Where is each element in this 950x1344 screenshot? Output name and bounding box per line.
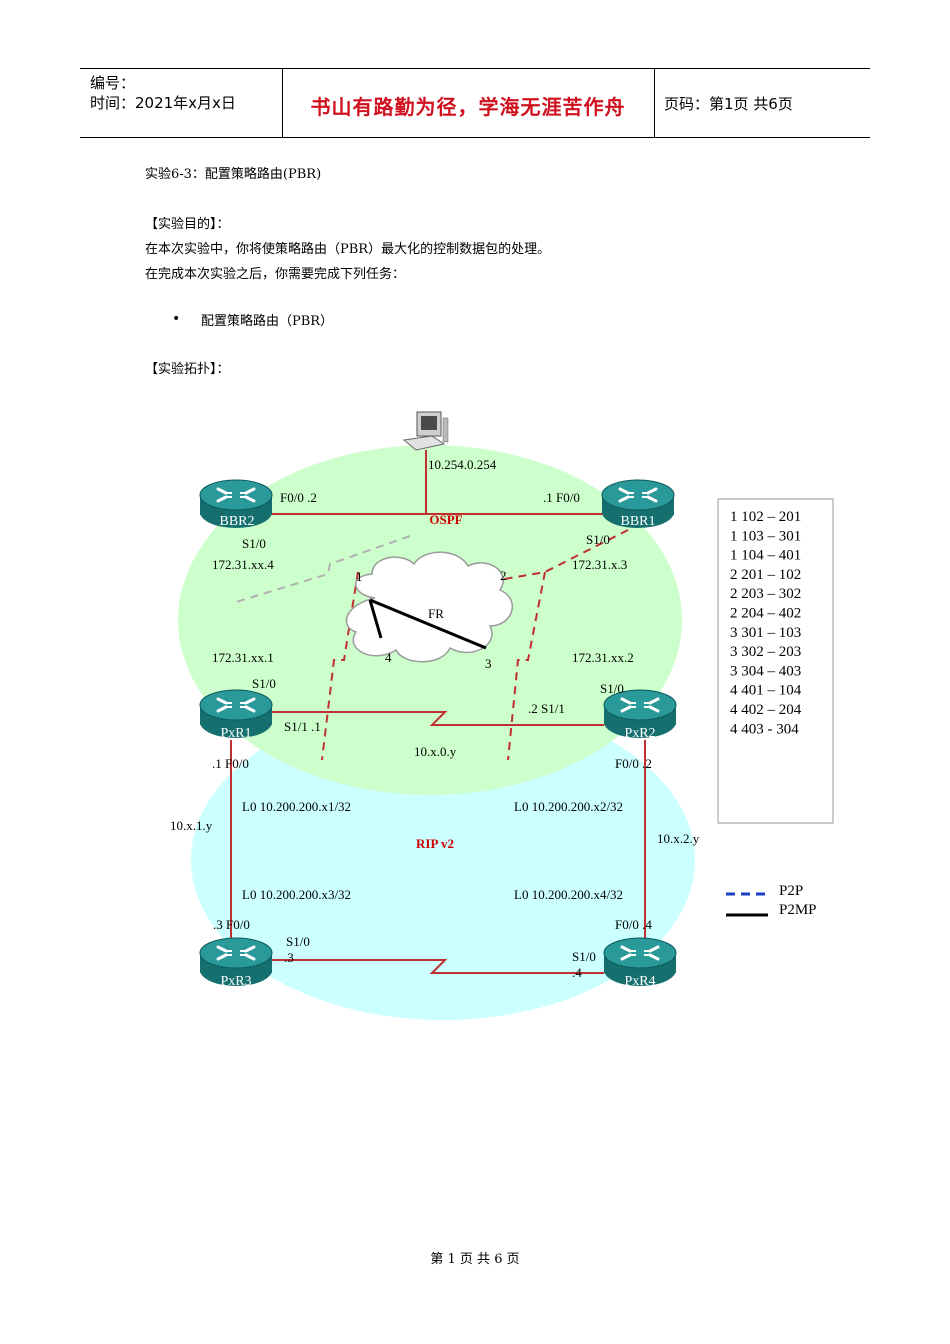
router-name-pxr2: PxR2: [624, 726, 655, 741]
pxr3-s10: S1/0: [286, 934, 310, 949]
legend-p2p: P2P: [779, 883, 803, 899]
pxr1-s11: S1/1 .1: [284, 719, 321, 734]
dlci-row: 1 103 – 301: [730, 528, 801, 544]
lo-x3: L0 10.200.200.x3/32: [242, 887, 351, 902]
bullet-item: 配置策略路由（PBR）: [201, 314, 334, 329]
dlci-row: 2 203 – 302: [730, 586, 801, 602]
dlci-row: 1 104 – 401: [730, 548, 801, 564]
net-10x2: 10.x.2.y: [657, 831, 700, 846]
pxr1-f00: .1 F0/0: [212, 756, 249, 771]
net-10x1: 10.x.1.y: [170, 818, 213, 833]
pxr3-f00: .3 F0/0: [213, 917, 250, 932]
bbr1-s10: S1/0: [586, 532, 610, 547]
time-label: 时间：2021年x月x日: [90, 94, 236, 112]
frame-relay-cloud: [345, 551, 513, 663]
objective-text: 在本次实验中，你将使策略路由（PBR）最大化的控制数据包的处理。: [145, 242, 551, 257]
bbr2-f00: F0/0 .2: [280, 490, 317, 505]
router-name-pxr4: PxR4: [624, 974, 655, 989]
header-divider: [654, 69, 655, 137]
lab-title: 实验6-3：配置策略路由(PBR): [145, 167, 322, 182]
dlci-row: 2 201 – 102: [730, 567, 801, 583]
pxr4-s10-ip: .4: [572, 965, 582, 980]
serial-pxr1-pxr2: [270, 711, 604, 726]
fr-dlci-4: 4: [385, 650, 392, 665]
bullet-dot: •: [172, 311, 181, 327]
router-name-bbr2: BBR2: [219, 514, 254, 529]
rip-label: RIP v2: [416, 836, 454, 851]
dlci-row: 2 204 – 402: [730, 606, 801, 622]
fr-dlci-2: 2: [500, 568, 507, 583]
page-label: 页码：第1页 共6页: [664, 95, 793, 113]
rip-area: [191, 700, 695, 1020]
router-name-pxr1: PxR1: [220, 726, 251, 741]
lo-x4: L0 10.200.200.x4/32: [514, 887, 623, 902]
ospf-label: OSPF: [429, 512, 462, 527]
serial-pxr3-pxr4: [270, 959, 604, 974]
topology-heading: 【实验拓扑】：: [145, 362, 230, 377]
motto: 书山有路勤为径，学海无涯苦作舟: [310, 95, 626, 119]
header-divider: [282, 69, 283, 137]
router-name-pxr3: PxR3: [220, 974, 251, 989]
lo-x1: L0 10.200.200.x1/32: [242, 799, 351, 814]
number-label: 编号：: [90, 74, 136, 92]
dlci-row: 1 102 – 201: [730, 509, 801, 525]
pxr1-s10: S1/0: [252, 676, 276, 691]
pxr1-ip: 172.31.xx.1: [212, 650, 274, 665]
bbr1-f00: .1 F0/0: [543, 490, 580, 505]
dlci-row: 4 403 - 304: [730, 721, 799, 737]
pxr3-s10-ip: .3: [284, 950, 294, 965]
header-table: 编号： 时间：2021年x月x日 书山有路勤为径，学海无涯苦作舟 页码：第1页 …: [80, 68, 870, 138]
legend-p2mp: P2MP: [779, 902, 817, 918]
pxr4-f00: F0/0 .4: [615, 917, 652, 932]
dlci-row: 4 401 – 104: [730, 683, 802, 699]
fr-bbr2-link: [235, 535, 411, 603]
pxr2-s10: S1/0: [600, 681, 624, 696]
pxr4-s10: S1/0: [572, 949, 596, 964]
pc-icon: [402, 411, 449, 451]
router-name-bbr1: BBR1: [620, 514, 655, 529]
fr-bbr1-link: [486, 529, 629, 583]
bbr2-ip: 172.31.xx.4: [212, 557, 274, 572]
bbr2-s10: S1/0: [242, 536, 266, 551]
tasks-intro: 在完成本次实验之后，你需要完成下列任务：: [145, 267, 406, 282]
header-meta: 编号： 时间：2021年x月x日: [90, 73, 236, 113]
net-10x0: 10.x.0.y: [414, 744, 457, 759]
fr-dlci-1: 1: [356, 569, 363, 584]
pxr2-s11: .2 S1/1: [528, 701, 565, 716]
fr-pxr2-link: [507, 571, 546, 761]
lo-x2: L0 10.200.200.x2/32: [514, 799, 623, 814]
pc-ip: 10.254.0.254: [428, 457, 497, 472]
fr-dlci-3: 3: [485, 656, 492, 671]
bbr1-ip: 172.31.x.3: [572, 557, 627, 572]
dlci-row: 3 302 – 203: [730, 644, 801, 660]
dlci-row: 3 304 – 403: [730, 663, 801, 679]
pxr2-ip: 172.31.xx.2: [572, 650, 634, 665]
fr-label: FR: [428, 606, 444, 621]
page-footer: 第 1 页 共 6 页: [430, 1252, 520, 1267]
dlci-table-box: [717, 498, 834, 824]
pxr2-f00: F0/0 .2: [615, 756, 652, 771]
dlci-row: 4 402 – 204: [730, 702, 802, 718]
dlci-row: 3 301 – 103: [730, 625, 801, 641]
objective-heading: 【实验目的】：: [145, 217, 230, 232]
